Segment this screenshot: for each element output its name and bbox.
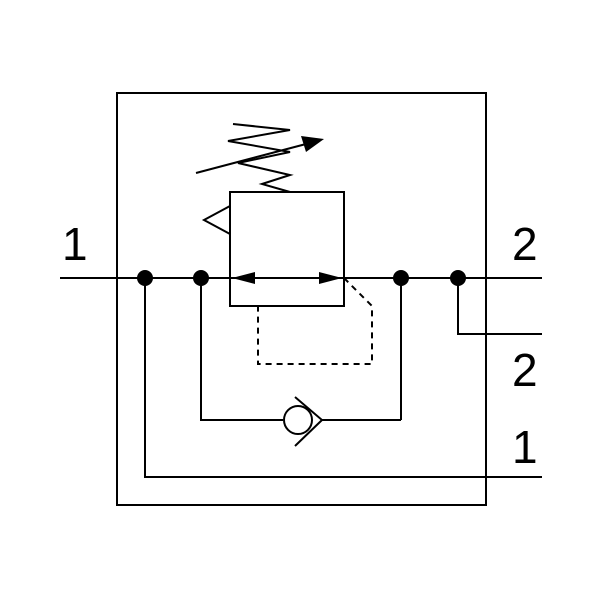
port-label-1-left: 1: [62, 218, 88, 270]
regulator-valve-body: [229, 191, 345, 307]
check-valve-ball: [283, 405, 313, 435]
port-label-2-lower-right: 2: [512, 344, 538, 396]
adjust-arrow-head: [301, 136, 324, 152]
pilot-line-dashed: [257, 277, 373, 365]
outlet-2-lower-line: [457, 278, 542, 335]
housing-outline: [116, 92, 487, 506]
flow-arrows: [232, 272, 342, 284]
inlet-1-lower-line: [144, 278, 542, 478]
bypass-line: [200, 278, 283, 421]
check-valve-seat: [294, 396, 324, 447]
adjust-arrow-shaft: [195, 143, 307, 174]
port-label-1-lower-right: 1: [512, 421, 538, 473]
spring-icon: [227, 123, 294, 193]
pilot-triangle: [201, 205, 231, 235]
port-label-2-right: 2: [512, 218, 538, 270]
